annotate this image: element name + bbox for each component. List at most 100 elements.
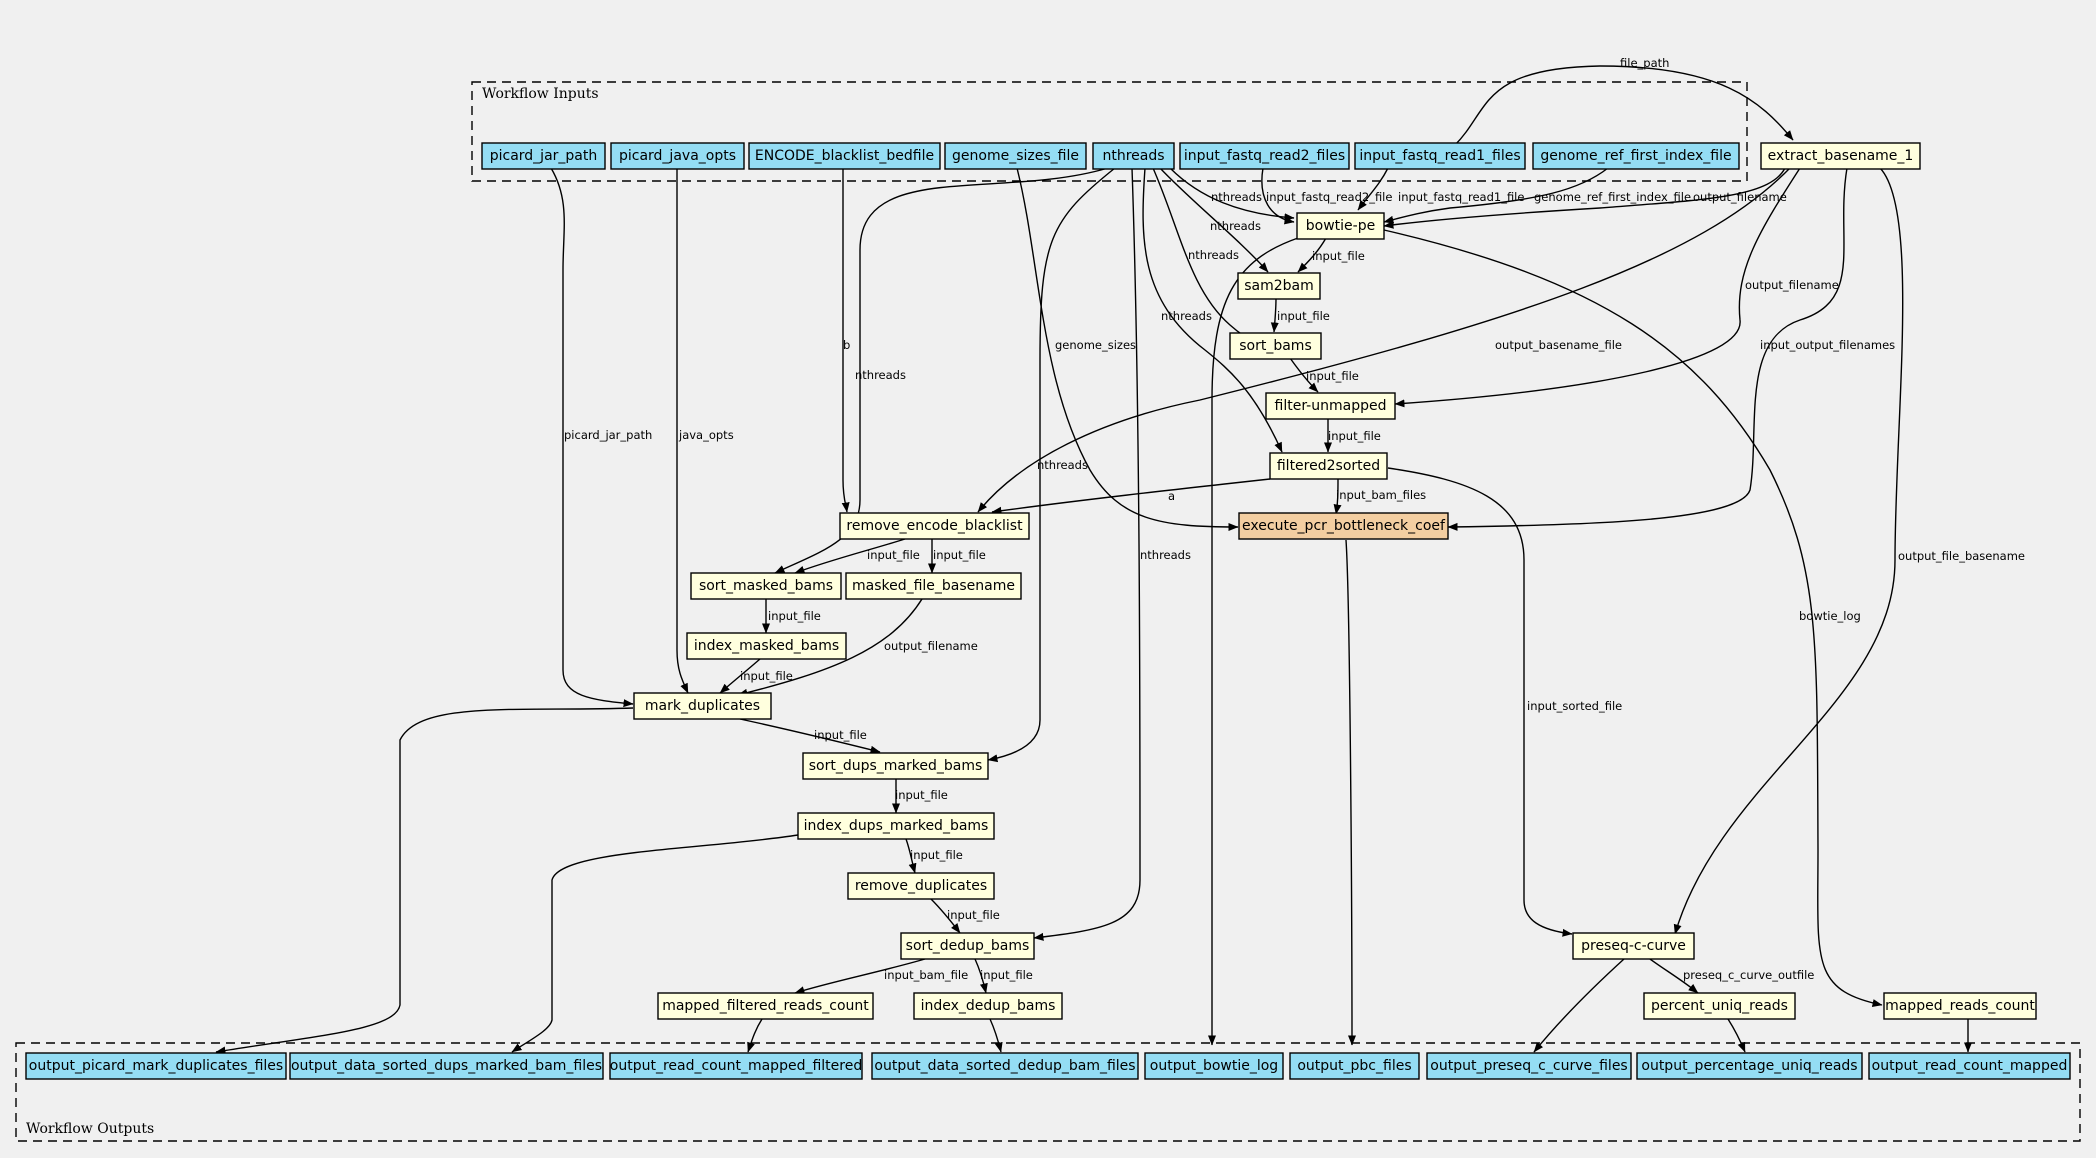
node-label: genome_sizes_file: [952, 148, 1079, 164]
node-input-fastq-read1-files[interactable]: input_fastq_read1_files: [1354, 142, 1526, 170]
node-label: mark_duplicates: [645, 698, 760, 714]
node-percent-uniq-reads[interactable]: percent_uniq_reads: [1643, 992, 1796, 1020]
node-label: masked_file_basename: [852, 578, 1015, 594]
node-extract-basename-1[interactable]: extract_basename_1: [1760, 142, 1921, 170]
edge-label-input-bam-file: input_bam_file: [884, 968, 968, 982]
node-label: nthreads: [1102, 148, 1164, 164]
edge-java-opts-mark-duplicates: java_opts: [676, 168, 734, 694]
edge-index-dups-remove-duplicates: input_file: [905, 838, 963, 874]
edge-label-output-basename-file: output_basename_file: [1495, 338, 1622, 352]
node-label: filter-unmapped: [1275, 398, 1387, 414]
node-remove-encode-blacklist[interactable]: remove_encode_blacklist: [839, 512, 1030, 540]
node-picard-java-opts[interactable]: picard_java_opts: [610, 142, 745, 170]
node-mark-duplicates[interactable]: mark_duplicates: [633, 692, 772, 720]
node-remove-duplicates[interactable]: remove_duplicates: [847, 872, 995, 900]
node-nthreads[interactable]: nthreads: [1092, 142, 1175, 170]
edge-sam2bam-sort-bams: input_file: [1270, 297, 1330, 333]
node-mapped-reads-count[interactable]: mapped_reads_count: [1883, 992, 2037, 1020]
edge-label-input-file-sort-dups-marked: input_file: [814, 728, 867, 742]
edge-sort-masked-index-masked: input_file: [762, 599, 821, 634]
edge-mapped-filtered-count-output: [747, 1018, 763, 1053]
node-bowtie-pe[interactable]: bowtie-pe: [1296, 212, 1385, 240]
edge-genome-ref-bowtie: genome_ref_first_index_file: [1383, 167, 1691, 224]
node-label: ENCODE_blacklist_bedfile: [755, 148, 934, 164]
edge-read1-extract-basename: file_path: [1454, 56, 1794, 146]
node-output-data-sorted-dups-marked-bam-files[interactable]: output_data_sorted_dups_marked_bam_files: [289, 1052, 604, 1080]
edge-label-input-sorted-file: input_sorted_file: [1527, 699, 1622, 713]
edge-label-input-bam-files: input_bam_files: [1336, 488, 1426, 502]
node-label: mapped_reads_count: [1885, 998, 2035, 1014]
node-output-picard-mark-duplicates-files[interactable]: output_picard_mark_duplicates_files: [25, 1052, 287, 1080]
edge-label-nthreads-sort-dups-marked: nthreads: [1037, 458, 1088, 472]
node-label: remove_duplicates: [855, 878, 987, 894]
node-input-fastq-read2-files[interactable]: input_fastq_read2_files: [1179, 142, 1350, 170]
node-masked-file-basename[interactable]: masked_file_basename: [845, 572, 1022, 600]
edge-label-file-path: file_path: [1620, 56, 1669, 70]
workflow-inputs-cluster: Workflow Inputs: [471, 81, 1748, 182]
node-label: index_dups_marked_bams: [804, 818, 989, 834]
node-genome-ref-first-index-file[interactable]: genome_ref_first_index_file: [1532, 142, 1740, 170]
edge-label-genome-ref: genome_ref_first_index_file: [1534, 190, 1691, 204]
node-output-bowtie-log[interactable]: output_bowtie_log: [1144, 1052, 1284, 1080]
edge-bowtie-output-bowtie-log: [1208, 237, 1299, 1046]
edge-layer: file_path nthreads input_fastq_read2_fil…: [215, 56, 2025, 1055]
edge-remove-blacklist-masked-basename: input_file: [928, 539, 986, 574]
node-label: output_pbc_files: [1297, 1058, 1411, 1074]
node-sort-masked-bams[interactable]: sort_masked_bams: [690, 572, 842, 600]
node-label: percent_uniq_reads: [1651, 998, 1788, 1014]
node-mapped-filtered-reads-count[interactable]: mapped_filtered_reads_count: [657, 992, 874, 1020]
node-output-pbc-files[interactable]: output_pbc_files: [1289, 1052, 1420, 1080]
edge-label-nthreads-sort-dedup: nthreads: [1140, 548, 1191, 562]
node-layer: picard_jar_path picard_java_opts ENCODE_…: [25, 142, 2071, 1080]
edge-remove-blacklist-sort-masked: input_file: [794, 538, 920, 574]
edge-label-input-file-index-dedup: input_file: [980, 968, 1033, 982]
node-output-percentage-uniq-reads[interactable]: output_percentage_uniq_reads: [1636, 1052, 1863, 1080]
node-execute-pcr-bottleneck-coef[interactable]: execute_pcr_bottleneck_coef: [1238, 512, 1449, 540]
node-index-dedup-bams[interactable]: index_dedup_bams: [913, 992, 1063, 1020]
node-label: genome_ref_first_index_file: [1540, 148, 1731, 164]
node-label: index_masked_bams: [694, 638, 839, 654]
edge-bowtie-mapped-reads-count: bowtie_log: [1383, 229, 1883, 1007]
node-sort-dups-marked-bams[interactable]: sort_dups_marked_bams: [802, 752, 989, 780]
node-index-masked-bams[interactable]: index_masked_bams: [686, 632, 847, 660]
edge-index-dups-output: [511, 834, 799, 1053]
node-label: output_data_sorted_dups_marked_bam_files: [291, 1058, 602, 1074]
node-sort-bams[interactable]: sort_bams: [1229, 332, 1322, 360]
edge-nthreads-filtered2sorted: nthreads: [1142, 167, 1283, 453]
edge-nthreads-sort-masked: nthreads: [774, 167, 1109, 574]
edge-filtered2sorted-remove-blacklist: a: [991, 478, 1271, 515]
node-picard-jar-path[interactable]: picard_jar_path: [481, 142, 606, 170]
node-output-preseq-c-curve-files[interactable]: output_preseq_c_curve_files: [1426, 1052, 1632, 1080]
edge-blacklist-bedfile-remove-blacklist: b: [841, 168, 850, 513]
edge-bowtie-sam2bam: input_file: [1297, 237, 1365, 273]
edge-label-output-file-basename: output_file_basename: [1898, 549, 2025, 563]
edge-label-output-filename-mark-duplicates: output_filename: [884, 639, 978, 653]
node-encode-blacklist-bedfile[interactable]: ENCODE_blacklist_bedfile: [748, 142, 941, 170]
node-preseq-c-curve[interactable]: preseq-c-curve: [1572, 932, 1695, 960]
edge-extract-bowtie: output_filename: [1383, 167, 1787, 229]
edge-filtered2sorted-pcr-bottleneck: input_bam_files: [1333, 477, 1426, 515]
edge-label-b: b: [843, 338, 850, 352]
edge-index-dedup-output: [989, 1018, 1003, 1053]
node-label: sort_dedup_bams: [906, 938, 1030, 954]
node-output-data-sorted-dedup-bam-files[interactable]: output_data_sorted_dedup_bam_files: [871, 1052, 1139, 1080]
edge-extract-filter-unmapped: output_filename: [1394, 167, 1839, 408]
node-sam2bam[interactable]: sam2bam: [1237, 272, 1321, 300]
node-output-read-count-mapped-filtered[interactable]: output_read_count_mapped_filtered: [609, 1052, 863, 1080]
edge-preseq-percent-uniq: preseq_c_curve_outfile: [1649, 958, 1814, 994]
node-filtered2sorted[interactable]: filtered2sorted: [1269, 452, 1388, 480]
edge-label-input-file-index-dups: input_file: [895, 788, 948, 802]
node-genome-sizes-file[interactable]: genome_sizes_file: [944, 142, 1087, 170]
edge-label-a: a: [1168, 489, 1175, 503]
node-filter-unmapped[interactable]: filter-unmapped: [1265, 392, 1396, 420]
edge-label-input-file-remove-duplicates: input_file: [910, 848, 963, 862]
node-label: output_read_count_mapped_filtered: [610, 1058, 862, 1074]
edge-preseq-output: [1533, 958, 1625, 1053]
edge-nthreads-sort-dups-marked: nthreads: [987, 167, 1116, 763]
node-output-read-count-mapped[interactable]: output_read_count_mapped: [1868, 1052, 2071, 1080]
edge-label-nthreads-sort-masked: nthreads: [855, 368, 906, 382]
edge-percent-uniq-output: [1727, 1018, 1746, 1053]
node-index-dups-marked-bams[interactable]: index_dups_marked_bams: [797, 812, 995, 840]
node-sort-dedup-bams[interactable]: sort_dedup_bams: [900, 932, 1035, 960]
